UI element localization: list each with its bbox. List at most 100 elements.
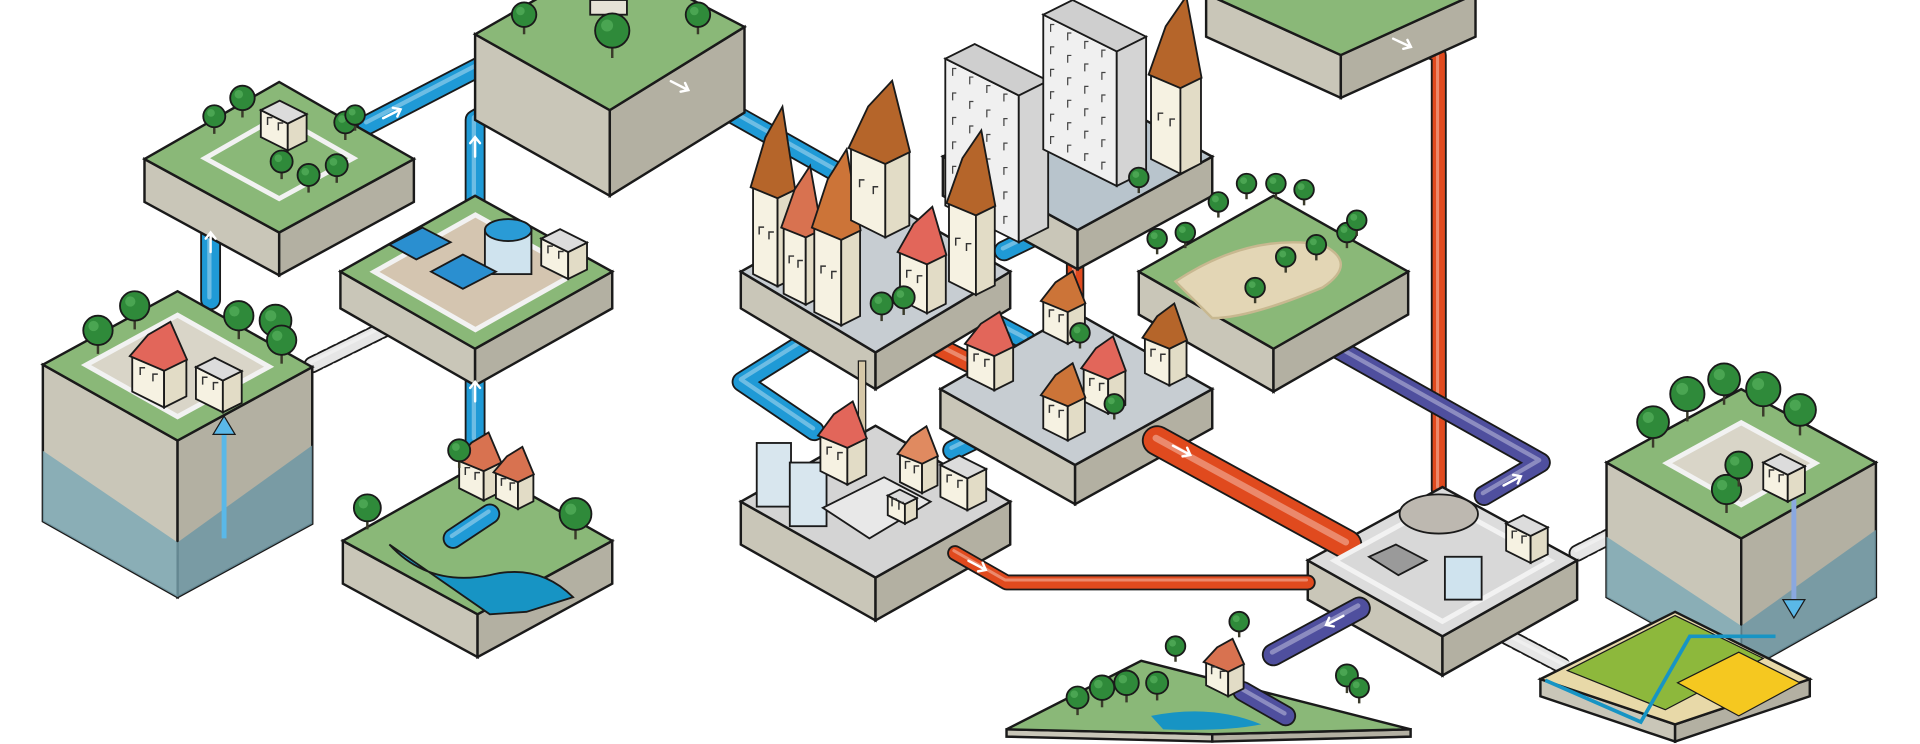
window	[837, 451, 843, 460]
window	[916, 275, 923, 284]
house-icon	[816, 399, 868, 487]
tree-icon	[1293, 178, 1315, 206]
flow-arrow-icon-path	[468, 379, 482, 403]
window	[1067, 99, 1072, 108]
window	[1778, 474, 1785, 483]
tree-highlight	[1132, 171, 1140, 178]
tree-icon	[447, 438, 472, 468]
flow-arrow-icon-path	[967, 559, 988, 573]
window	[277, 122, 284, 131]
tree-crown	[1164, 635, 1187, 657]
clarifier-icon	[1398, 493, 1479, 535]
window	[1157, 112, 1164, 121]
tree-icon	[352, 493, 382, 530]
window	[986, 84, 991, 93]
tree-icon	[119, 290, 151, 330]
flow-arrow-icon-path	[1171, 444, 1193, 458]
tree-highlight	[1352, 681, 1360, 689]
window	[474, 471, 480, 480]
house-flat-roof	[258, 99, 309, 125]
window	[1048, 404, 1055, 413]
tree-highlight	[301, 167, 310, 176]
tree-icon	[558, 497, 593, 540]
tree-crown	[891, 285, 916, 310]
tree-highlight	[1340, 226, 1348, 233]
tree-crown	[1305, 234, 1328, 256]
window	[952, 165, 957, 174]
filter-basin	[429, 253, 498, 290]
tree-crown	[82, 314, 114, 346]
window	[831, 270, 837, 279]
window	[1050, 113, 1055, 122]
house-roof	[1147, 0, 1203, 90]
window	[758, 226, 765, 235]
wastewater-pipe	[948, 546, 1314, 589]
tree-crown	[1174, 221, 1197, 244]
tree-crown	[1228, 610, 1250, 633]
wastewater-pipe-highlight	[952, 549, 1309, 582]
flow-arrow-icon	[204, 230, 217, 254]
yellow-field	[1676, 651, 1802, 717]
tree-icon	[1707, 362, 1741, 405]
treated-water-outfall-pipe	[1263, 598, 1369, 665]
tree-icon	[891, 285, 916, 315]
stream	[1544, 634, 1776, 725]
window	[1089, 377, 1095, 386]
window	[500, 477, 507, 486]
wastewater-main-pipe-highlight	[1152, 434, 1350, 546]
tree-icon	[1346, 209, 1368, 236]
top-right-block-top	[1216, 0, 1465, 57]
tree-crown	[1065, 685, 1090, 710]
window	[1101, 139, 1106, 148]
window	[957, 479, 963, 488]
tree-icon	[82, 314, 114, 354]
window	[973, 353, 979, 362]
flow-arrow-icon-path	[1324, 614, 1345, 628]
house-icon	[1039, 361, 1087, 443]
drinking-water-pipe-highlight	[738, 328, 822, 431]
tree-crown	[1265, 172, 1287, 195]
tree-crown	[1275, 246, 1297, 268]
tree-crown	[1745, 371, 1782, 408]
flow-arrow-icon-path	[669, 79, 691, 93]
tree-crown	[324, 153, 349, 178]
tree-icon	[1174, 221, 1197, 249]
window	[1511, 530, 1518, 539]
tree-crown	[1346, 209, 1368, 231]
arrow-head	[1781, 598, 1806, 620]
window	[1003, 93, 1008, 102]
well-block-groundwater-right	[177, 445, 313, 598]
tree-icon	[296, 163, 321, 193]
house-flat-roof	[1504, 514, 1550, 537]
tree-icon	[869, 291, 894, 322]
window	[1058, 409, 1065, 418]
tree-crown	[558, 497, 593, 531]
house-roof	[1079, 334, 1127, 381]
tree-icon	[1145, 670, 1170, 701]
tree-crown	[1244, 276, 1266, 299]
tree-highlight	[1339, 668, 1348, 677]
house-roof	[780, 163, 823, 239]
window	[1101, 116, 1106, 125]
tree-icon	[1103, 393, 1125, 420]
window	[509, 482, 516, 491]
window	[986, 133, 991, 142]
treated-water-outfall-pipe	[1234, 682, 1295, 725]
tree-crown	[1669, 375, 1706, 413]
tree-highlight	[358, 499, 369, 509]
house-roof	[896, 205, 948, 266]
house-wall	[752, 184, 779, 288]
window	[858, 179, 865, 188]
tree-highlight	[88, 320, 99, 332]
tree-crown	[1146, 227, 1168, 250]
window	[1067, 144, 1072, 153]
silo	[788, 461, 828, 528]
house-icon	[885, 488, 919, 526]
tree-crown	[296, 163, 321, 187]
window	[1084, 63, 1089, 72]
tree-highlight	[272, 330, 283, 341]
tree-icon	[229, 84, 256, 118]
tree-crown	[1783, 393, 1817, 427]
flow-arrow-icon-path	[468, 135, 482, 158]
tree-highlight	[329, 158, 338, 166]
